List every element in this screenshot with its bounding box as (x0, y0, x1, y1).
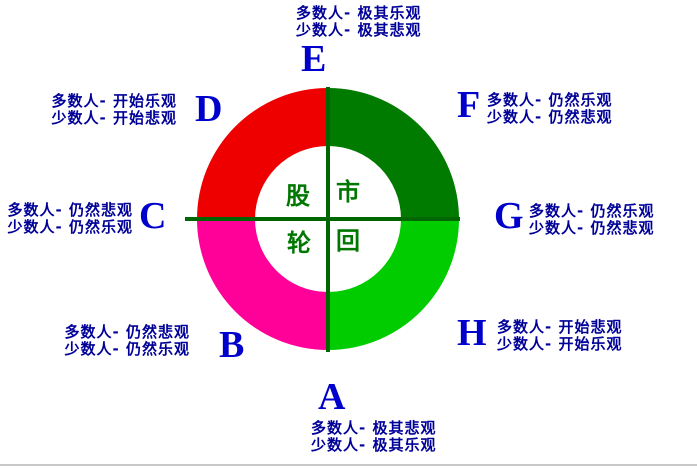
node-a-label: 多数人- 极其悲观 少数人- 极其乐观 (311, 420, 436, 454)
minority-label: 少数人- 开始乐观 (497, 335, 623, 353)
node-f-letter: F (457, 84, 481, 126)
node-e-label: 多数人- 极其乐观 少数人- 极其悲观 (296, 5, 421, 39)
majority-label: 多数人- 仍然乐观 (487, 91, 613, 109)
node-f-label: 多数人- 仍然乐观 少数人- 仍然悲观 (487, 92, 612, 126)
node-d-letter: D (195, 88, 223, 130)
quadrant-top-right (328, 88, 459, 219)
majority-label: 多数人- 仍然乐观 (529, 202, 655, 220)
majority-label: 多数人- 极其悲观 (311, 419, 437, 437)
node-d-label: 多数人- 开始乐观 少数人- 开始悲观 (52, 93, 177, 127)
minority-label: 少数人- 开始悲观 (51, 109, 177, 127)
node-b-label: 多数人- 仍然悲观 少数人- 仍然乐观 (65, 324, 190, 358)
bottom-divider (0, 464, 697, 466)
minority-label: 少数人- 极其乐观 (311, 436, 437, 454)
node-h-letter: H (457, 312, 487, 354)
majority-label: 多数人- 仍然悲观 (64, 323, 190, 341)
node-b-letter: B (219, 324, 245, 366)
minority-label: 少数人- 仍然悲观 (529, 219, 655, 237)
quadrant-bottom-left (197, 219, 328, 350)
center-char-bottom-left: 轮 (287, 229, 311, 257)
quadrant-bottom-right (328, 219, 459, 350)
minority-label: 少数人- 极其悲观 (296, 21, 422, 39)
node-h-label: 多数人- 开始悲观 少数人- 开始乐观 (497, 319, 622, 353)
majority-label: 多数人- 开始乐观 (51, 92, 177, 110)
node-g-letter: G (494, 195, 524, 237)
minority-label: 少数人- 仍然乐观 (7, 218, 133, 236)
node-a-letter: A (318, 376, 346, 418)
majority-label: 多数人- 极其乐观 (296, 4, 422, 22)
node-c-letter: C (139, 195, 167, 237)
majority-label: 多数人- 开始悲观 (497, 318, 623, 336)
minority-label: 少数人- 仍然乐观 (64, 340, 190, 358)
center-char-top-right: 市 (336, 178, 360, 206)
center-char-top-left: 股 (286, 182, 310, 210)
center-char-bottom-right: 回 (336, 227, 360, 255)
node-e-letter: E (301, 38, 327, 80)
minority-label: 少数人- 仍然悲观 (487, 108, 613, 126)
node-g-label: 多数人- 仍然乐观 少数人- 仍然悲观 (529, 203, 654, 237)
quadrant-top-left (197, 88, 328, 219)
majority-label: 多数人- 仍然悲观 (7, 201, 133, 219)
node-c-label: 多数人- 仍然悲观 少数人- 仍然乐观 (8, 202, 133, 236)
